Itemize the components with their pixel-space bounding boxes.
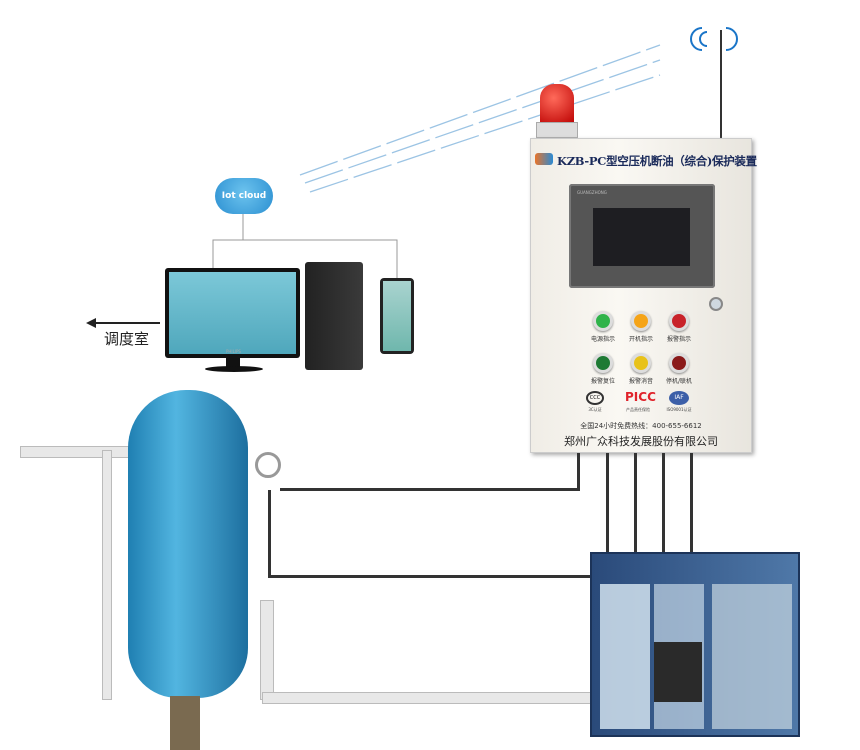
inlet-pipe — [20, 446, 130, 458]
monitor — [165, 268, 300, 358]
phone-screen — [383, 281, 411, 351]
cloud-label: Iot cloud — [221, 191, 267, 201]
hmi-touchscreen[interactable]: GUANGZHONG — [569, 184, 715, 288]
monitor-stand — [226, 358, 240, 368]
monitor-brand: PHILIPS — [226, 349, 241, 354]
control-panel: KZB-PC型空压机断油（综合)保护装置 GUANGZHONG 电源指示 开机指示… — [530, 138, 757, 453]
indicator-lamp[interactable] — [631, 311, 651, 331]
drain-pipe — [102, 450, 112, 700]
hmi-brand: GUANGZHONG — [577, 190, 607, 195]
lamp-label: 停机/联机 — [665, 378, 693, 385]
indicator-lamp[interactable] — [631, 353, 651, 373]
indicator-lamp[interactable] — [669, 311, 689, 331]
lamp-label: 开机指示 — [628, 336, 653, 343]
lamp-label: 电源指示 — [590, 336, 615, 343]
key-switch[interactable] — [709, 297, 723, 311]
tank-leg — [170, 696, 200, 750]
ccc-cert-icon: CCC — [586, 391, 604, 405]
air-receiver-tank — [128, 390, 248, 698]
monitor-screen — [169, 272, 296, 354]
hotline-text: 全国24小时免费热线：400-655-6612 — [580, 422, 702, 430]
lamp-label: 报警消音 — [628, 378, 653, 385]
company-logo-icon — [535, 153, 553, 165]
indicator-lamp[interactable] — [593, 311, 613, 331]
picc-cert-icon: PICC — [625, 390, 656, 404]
control-room-label: 调度室 — [104, 330, 150, 348]
indicator-lamp[interactable] — [669, 353, 689, 373]
panel-title: KZB-PC型空压机断油（综合)保护装置 — [557, 154, 757, 168]
lamp-label: 报警复位 — [590, 378, 615, 385]
mobile-phone — [380, 278, 414, 354]
alarm-beacon — [540, 84, 574, 124]
beacon-base — [536, 122, 578, 138]
cert-label: 产品责任保险 — [626, 407, 650, 412]
company-name: 郑州广众科技发展股份有限公司 — [564, 435, 718, 448]
lamp-label: 报警指示 — [666, 336, 691, 343]
cert-label: 3C认证 — [588, 407, 602, 412]
cert-label: ISO9001认证 — [666, 407, 692, 412]
monitor-base — [205, 366, 263, 372]
iaf-cert-icon: IAF — [669, 391, 689, 405]
iot-cloud: Iot cloud — [215, 178, 273, 214]
outlet-pipe — [262, 692, 602, 704]
pressure-gauge — [255, 452, 281, 478]
pc-tower — [305, 262, 363, 370]
outlet-pipe — [260, 600, 274, 700]
indicator-lamp[interactable] — [593, 353, 613, 373]
hmi-display[interactable] — [593, 208, 690, 266]
air-compressor — [590, 552, 800, 737]
